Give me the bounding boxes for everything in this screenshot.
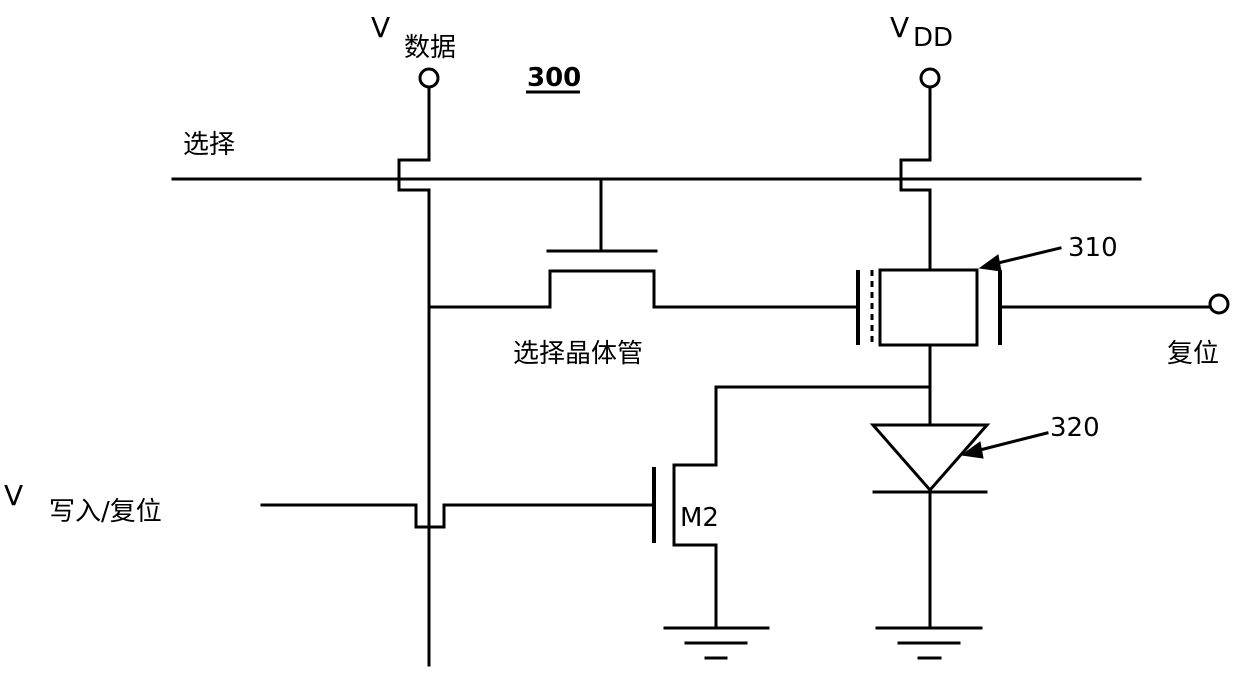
v-data-label: V: [371, 11, 390, 44]
vdd-label: V: [890, 11, 909, 44]
circuit-ref-300: 300: [527, 63, 581, 93]
v-write-reset-label: V: [4, 479, 23, 512]
reset-label: 复位: [1167, 339, 1219, 369]
selection-transistor-channel: [429, 271, 856, 307]
ref-310-label: 310: [1068, 233, 1118, 263]
vdd-terminal: [921, 69, 939, 87]
ref-320-label: 320: [1050, 413, 1100, 443]
selection-transistor-label: 选择晶体管: [513, 339, 643, 369]
leader-310-arrowhead: [980, 255, 1001, 271]
diode-320-triangle: [873, 425, 987, 490]
v-data-subscript: 数据: [404, 33, 456, 63]
v-data-terminal: [420, 69, 438, 87]
v-write-reset-subscript: 写入/复位: [49, 497, 162, 527]
ground-symbol-diode: [877, 628, 981, 658]
leader-320: [972, 433, 1047, 452]
device-310-body: [880, 270, 977, 345]
m2-label: M2: [680, 503, 719, 533]
leader-310: [990, 248, 1060, 265]
write-reset-line: [262, 505, 654, 527]
ground-symbol-m2: [665, 628, 768, 658]
data-select-transistor: [399, 87, 429, 665]
vdd-subscript: DD: [913, 23, 953, 53]
reset-terminal: [1210, 295, 1228, 313]
select-line-label: 选择: [183, 130, 235, 160]
